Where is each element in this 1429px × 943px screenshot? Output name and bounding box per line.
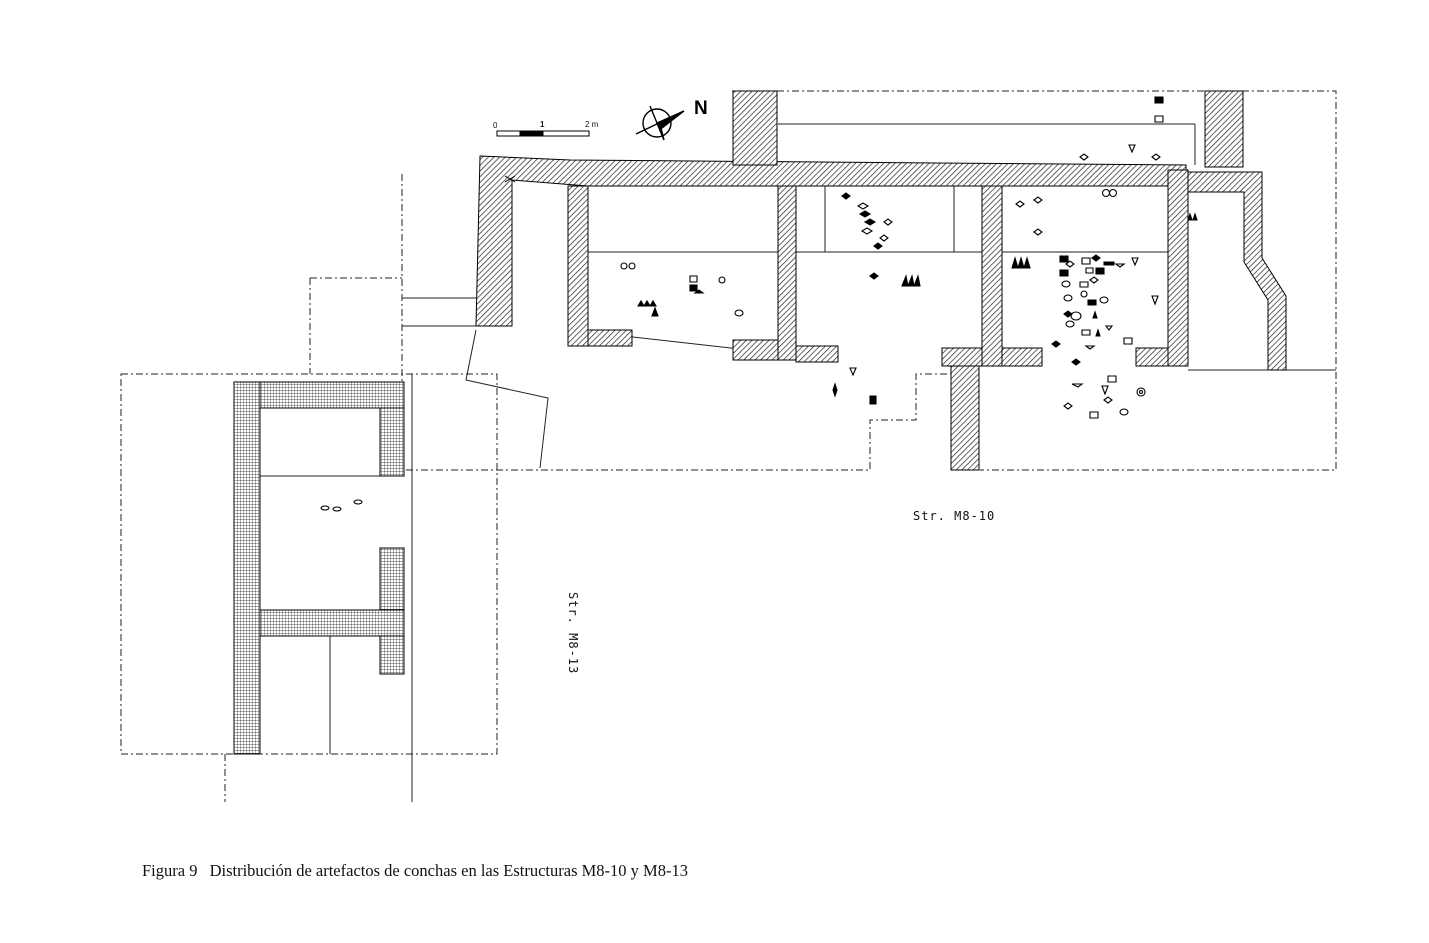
shell-artifacts xyxy=(320,96,1198,512)
excavation-boundaries xyxy=(120,90,1337,802)
datum-marker xyxy=(504,175,516,183)
scale-label-2m: 2 m xyxy=(585,120,599,129)
structure-m8-13-walls xyxy=(233,381,405,755)
figure-number: Figura 9 xyxy=(142,861,198,880)
structure-m8-10-walls xyxy=(475,90,1287,471)
structure-label-m8-13: Str. M8-13 xyxy=(566,592,580,675)
north-label: N xyxy=(694,98,708,119)
structure-label-m8-10: Str. M8-10 xyxy=(913,509,996,523)
figure-caption: Figura 9 Distribución de artefactos de c… xyxy=(142,861,688,881)
north-arrow-icon xyxy=(635,105,685,141)
scale-label-1: 1 xyxy=(540,120,545,129)
figure-caption-text: Distribución de artefactos de conchas en… xyxy=(209,861,688,880)
scale-label-0: 0 xyxy=(493,121,498,130)
scale-bar xyxy=(496,130,590,137)
